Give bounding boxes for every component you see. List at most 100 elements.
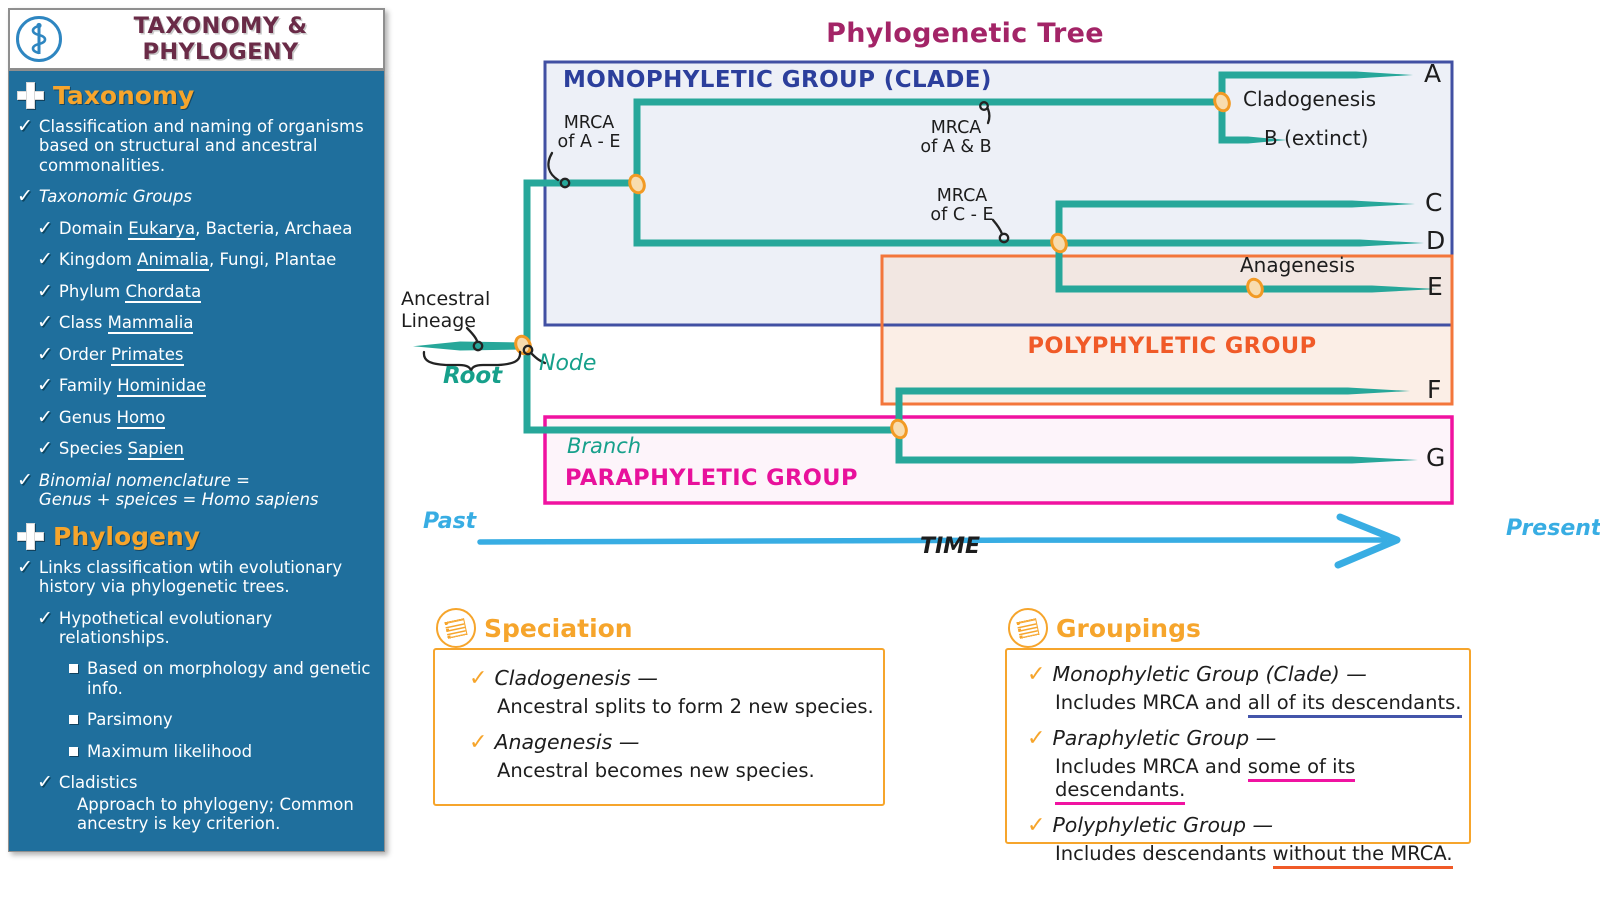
term-description: Includes MRCA and some of its descendant… xyxy=(1055,755,1469,805)
tree-title: Phylogenetic Tree xyxy=(826,18,1104,49)
sidebar-item-text: Taxonomic Groups xyxy=(38,187,192,207)
sidebar-item-text: Kingdom Animalia, Fungi, Plantae xyxy=(58,250,337,272)
branch-f xyxy=(895,387,1348,432)
polyphyletic-box-fill xyxy=(882,256,1452,404)
sidebar-item: ✓Binomial nomenclature = Genus + speices… xyxy=(17,468,378,510)
check-icon: ✓ xyxy=(37,216,53,239)
plus-icon xyxy=(17,82,44,109)
sidebar-item-text: Hypothetical evolutionary relationships. xyxy=(58,608,273,647)
anagenesis-node xyxy=(1246,277,1264,299)
time-label: TIME xyxy=(919,534,981,559)
sidebar-section-header: Phylogeny xyxy=(17,522,378,551)
sidebar-item-text: Based on morphology and genetic info. xyxy=(87,659,371,698)
time-axis xyxy=(477,513,1401,569)
sidebar-item: ✓Classification and naming of organisms … xyxy=(17,115,378,175)
mrca-ae-label: MRCA of A - E xyxy=(557,113,621,153)
check-icon: ✓ xyxy=(37,606,53,629)
term-text: Cladogenesis — xyxy=(494,666,658,690)
check-icon: ✓ xyxy=(37,771,53,794)
taxon-c: C xyxy=(1425,188,1443,217)
sidebar-item-text: Approach to phylogeny; Common ancestry i… xyxy=(77,794,354,834)
check-icon: ✓ xyxy=(37,405,53,428)
term-text: Polyphyletic Group — xyxy=(1052,813,1274,837)
check-icon: ✓ xyxy=(37,342,53,365)
polyphyletic-label: POLYPHYLETIC GROUP xyxy=(1027,333,1317,359)
check-icon: ✓ xyxy=(37,248,53,271)
speciation-box: ✓Cladogenesis —Ancestral splits to form … xyxy=(433,648,885,806)
notepad-icon xyxy=(1008,608,1048,648)
sidebar-item: ✓Family Hominidae xyxy=(17,374,378,398)
sidebar-item-text: Parsimony xyxy=(87,710,173,730)
sidebar-item: ✓Kingdom Animalia, Fungi, Plantae xyxy=(17,248,378,272)
check-icon: ✓ xyxy=(37,374,53,397)
check-icon: ✓ xyxy=(17,468,33,491)
sidebar-item: ✓Class Mammalia xyxy=(17,313,378,335)
groupings-box: ✓Monophyletic Group (Clade) —Includes MR… xyxy=(1005,648,1471,869)
monophyletic-label: MONOPHYLETIC GROUP (CLADE) xyxy=(563,67,992,93)
mrca-ae-node xyxy=(628,173,646,195)
sidebar-item: ✓Order Primates xyxy=(17,342,378,366)
check-icon: ✓ xyxy=(1027,662,1046,687)
annotation-arrows xyxy=(422,101,1010,373)
check-icon: ✓ xyxy=(37,279,53,302)
ancestral-lineage-label: Ancestral Lineage xyxy=(401,288,491,332)
caduceus-icon xyxy=(16,16,62,62)
term-description: Ancestral becomes new species. xyxy=(497,759,815,782)
page-title: TAXONOMY & PHYLOGENY xyxy=(133,13,308,65)
mrca-ce-node xyxy=(1050,232,1068,254)
check-icon: ✓ xyxy=(469,666,488,691)
root-brace xyxy=(422,350,522,373)
taxon-g: G xyxy=(1426,443,1446,472)
root-branch xyxy=(413,341,523,351)
sidebar-item: ✓Genus Homo xyxy=(17,405,378,429)
sidebar-item: Approach to phylogeny; Common ancestry i… xyxy=(17,795,378,834)
speciation-box-title: Speciation xyxy=(436,608,643,648)
sidebar-item-text: Family Hominidae xyxy=(58,376,207,398)
square-bullet-icon xyxy=(69,715,78,725)
mrca-ab-node xyxy=(1213,91,1231,113)
branch-d xyxy=(633,184,1360,247)
sidebar-item: Parsimony xyxy=(17,710,378,729)
sidebar-item: ✓Taxonomic Groups xyxy=(17,185,378,208)
sidebar-item-text: Links classification wtih evolutionary h… xyxy=(38,557,343,597)
taxon-b: B (extinct) xyxy=(1264,126,1369,150)
sidebar-item: ✓Links classification wtih evolutionary … xyxy=(17,557,378,597)
plus-icon xyxy=(17,522,44,550)
paraphyletic-label: PARAPHYLETIC GROUP xyxy=(565,465,858,491)
sidebar-item-text: Phylum Chordata xyxy=(58,281,202,303)
sidebar-item-text: Species Sapien xyxy=(58,439,184,461)
fg-node xyxy=(890,418,908,440)
taxon-f: F xyxy=(1427,375,1442,404)
sidebar-section-header: Taxonomy xyxy=(17,81,378,110)
tree-nodes xyxy=(514,91,1264,440)
term-description: Includes descendants without the MRCA. xyxy=(1055,842,1469,869)
groupings-box-title: Groupings xyxy=(1008,608,1211,648)
taxon-e: E xyxy=(1427,272,1443,301)
sidebar-item-text: Genus Homo xyxy=(58,407,166,429)
past-label: Past xyxy=(423,509,477,534)
sidebar-item-text: Order Primates xyxy=(58,344,184,366)
square-bullet-icon xyxy=(69,664,78,674)
branch-b xyxy=(1218,102,1248,144)
taxon-a: A xyxy=(1424,59,1442,88)
check-icon: ✓ xyxy=(17,185,33,208)
sidebar-item: ✓Cladistics xyxy=(17,771,378,794)
branch-label: Branch xyxy=(567,434,642,458)
mrca-ab-label: MRCA of A & B xyxy=(920,118,992,158)
present-label: Present xyxy=(1506,516,1600,541)
term-row: ✓Polyphyletic Group — xyxy=(1027,813,1469,837)
term-row: ✓Cladogenesis — xyxy=(469,666,883,690)
check-icon: ✓ xyxy=(1027,726,1046,751)
term-text: Monophyletic Group (Clade) — xyxy=(1052,662,1367,686)
sidebar: Taxonomy✓Classification and naming of or… xyxy=(8,70,385,852)
sidebar-item-text: Binomial nomenclature = Genus + speices … xyxy=(38,470,319,510)
sidebar-item: ✓Phylum Chordata xyxy=(17,279,378,303)
sidebar-item: ✓Hypothetical evolutionary relationships… xyxy=(17,606,378,648)
sidebar-item-text: Classification and naming of organisms b… xyxy=(38,117,364,175)
branch-c xyxy=(1055,200,1352,245)
term-text: Anagenesis — xyxy=(494,730,640,754)
check-icon: ✓ xyxy=(17,115,33,137)
root-label: Root xyxy=(443,363,503,389)
